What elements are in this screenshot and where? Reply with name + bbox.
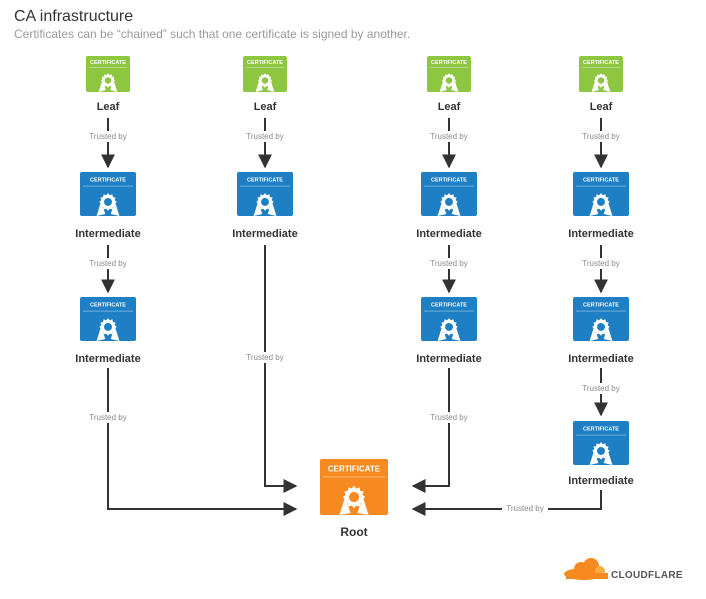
certificate-text: CERTIFICATE [90,60,126,66]
certificate-text: CERTIFICATE [583,427,619,433]
intermediate-label: Intermediate [75,353,140,365]
edge-c4-int3-root [411,490,602,516]
trust-label: Trusted by [430,413,468,422]
trust-label: Trusted by [430,259,468,268]
certificate-text: CERTIFICATE [583,178,619,184]
intermediate-certificate-icon: CERTIFICATE [421,297,477,341]
certificate-text: CERTIFICATE [90,303,126,309]
leaf-certificate-icon: CERTIFICATE [579,56,623,92]
intermediate-label: Intermediate [232,228,297,240]
certificate-text: CERTIFICATE [247,178,283,184]
certificate-text: CERTIFICATE [328,464,381,473]
intermediate-certificate-icon: CERTIFICATE [80,172,136,216]
certificate-text: CERTIFICATE [431,178,467,184]
trust-label: Trusted by [582,259,620,268]
leaf-label: Leaf [254,101,277,113]
root-certificate-icon: CERTIFICATE [320,459,388,515]
intermediate-certificate-icon: CERTIFICATE [421,172,477,216]
edge-c2-int1-root [264,245,298,493]
leaf-certificate-icon: CERTIFICATE [243,56,287,92]
logo-text: CLOUDFLARE [611,570,683,581]
intermediate-certificate-icon: CERTIFICATE [573,421,629,465]
certificate-text: CERTIFICATE [583,303,619,309]
root-label: Root [340,525,367,539]
intermediate-label: Intermediate [75,228,140,240]
page-title: CA infrastructure [14,8,134,25]
trust-label: Trusted by [246,353,284,362]
edge-c3-int2-root [411,368,450,493]
intermediate-certificate-icon: CERTIFICATE [237,172,293,216]
cloud-icon [564,558,608,580]
trust-label: Trusted by [89,413,127,422]
trust-label: Trusted by [582,132,620,141]
leaf-certificate-icon: CERTIFICATE [427,56,471,92]
intermediate-certificate-icon: CERTIFICATE [573,297,629,341]
certificate-text: CERTIFICATE [90,178,126,184]
certificate-text: CERTIFICATE [431,60,467,66]
nodes: CERTIFICATELeafCERTIFICATEIntermediateCE… [75,56,634,539]
trust-label: Trusted by [430,132,468,141]
certificate-text: CERTIFICATE [431,303,467,309]
intermediate-label: Intermediate [568,353,633,365]
certificate-text: CERTIFICATE [247,60,283,66]
edge-c1-int2-root [107,368,298,516]
page-subtitle: Certificates can be “chained” such that … [14,27,411,41]
cloudflare-logo: CLOUDFLARE [564,558,683,581]
intermediate-label: Intermediate [568,228,633,240]
edge-labels: Trusted by Trusted by Trusted by Trusted… [86,131,623,514]
trust-label: Trusted by [582,384,620,393]
trust-label: Trusted by [89,132,127,141]
leaf-label: Leaf [590,101,613,113]
intermediate-certificate-icon: CERTIFICATE [573,172,629,216]
trust-label: Trusted by [246,132,284,141]
intermediate-label: Intermediate [416,228,481,240]
leaf-label: Leaf [438,101,461,113]
intermediate-label: Intermediate [416,353,481,365]
edges [101,118,608,516]
leaf-label: Leaf [97,101,120,113]
leaf-certificate-icon: CERTIFICATE [86,56,130,92]
intermediate-certificate-icon: CERTIFICATE [80,297,136,341]
trust-label: Trusted by [506,504,544,513]
trust-label: Trusted by [89,259,127,268]
certificate-text: CERTIFICATE [583,60,619,66]
intermediate-label: Intermediate [568,475,633,487]
